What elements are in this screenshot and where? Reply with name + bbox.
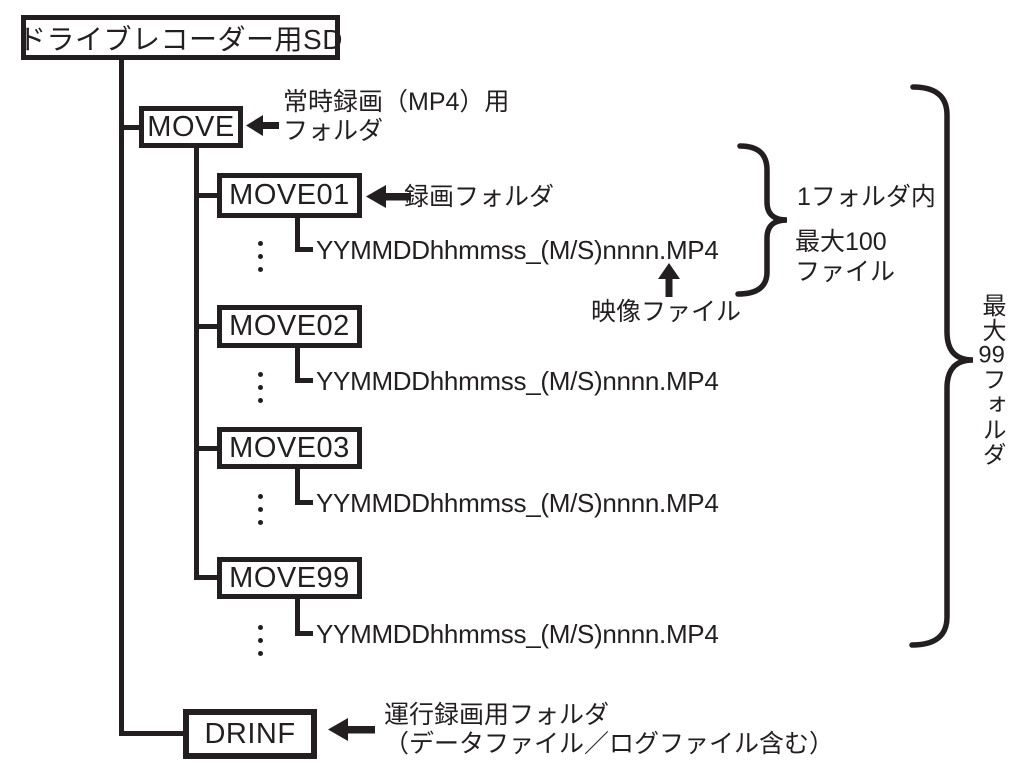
drinf-annotation-line1: 運行録画用フォルダ — [384, 701, 610, 729]
move01-more-files-ellipsis — [258, 241, 263, 272]
move03-folder-box: MOVE03 — [217, 427, 362, 469]
video-file-arrow-up-icon — [658, 263, 680, 297]
move03-tee-line — [194, 446, 217, 451]
move02-tee-line — [194, 324, 217, 329]
move03-file-name: YYMMDDhhmmss_(M/S)nnnn.MP4 — [316, 488, 719, 518]
move01-file-elbow-line — [295, 247, 313, 252]
move99-more-files-ellipsis — [258, 625, 263, 656]
drinf-arrow-left-icon — [328, 718, 375, 741]
move99-file-name: YYMMDDhhmmss_(M/S)nnnn.MP4 — [316, 619, 719, 649]
recording-folder-annotation: 録画フォルダ — [404, 183, 555, 211]
move-annotation-line2: フォルダ — [283, 117, 384, 145]
move99-folder-box: MOVE99 — [217, 557, 362, 599]
move-annotation: 常時録画（MP4）用 フォルダ — [283, 88, 509, 146]
per-folder-label-line3: ファイル — [795, 258, 896, 286]
drinf-folder-box: DRINF — [183, 709, 317, 759]
move99-file-drop-line — [295, 599, 300, 636]
drinf-annotation-line2: （データファイル／ログファイル含む） — [384, 730, 835, 758]
per-folder-brace-icon — [730, 140, 795, 305]
move99-elbow-line — [194, 575, 217, 580]
move-folder-box: MOVE — [139, 106, 243, 148]
move02-file-name: YYMMDDhhmmss_(M/S)nnnn.MP4 — [316, 366, 719, 396]
move02-file-drop-line — [295, 348, 300, 383]
drinf-elbow-line — [119, 731, 183, 736]
per-folder-label-line2: 最大100 — [795, 228, 887, 256]
move01-tee-line — [194, 193, 217, 198]
per-folder-label-line1: 1フォルダ内 — [797, 183, 936, 211]
move01-file-name: YYMMDDhhmmss_(M/S)nnnn.MP4 — [316, 235, 719, 265]
root-folder-box: ドライブレコーダー用SD — [18, 15, 342, 60]
move02-file-elbow-line — [295, 378, 313, 383]
move01-file-drop-line — [295, 218, 300, 252]
move-annotation-line1: 常時録画（MP4）用 — [283, 88, 510, 116]
video-file-annotation: 映像ファイル — [591, 298, 742, 326]
move99-file-elbow-line — [295, 631, 313, 636]
move-trunk-line — [194, 148, 199, 580]
move02-folder-box: MOVE02 — [217, 305, 362, 348]
total-folders-label-count: 99 — [978, 343, 1005, 367]
move-arrow-left-icon — [246, 115, 279, 136]
move01-folder-box: MOVE01 — [217, 173, 362, 218]
move-tee-line — [119, 125, 139, 130]
move03-file-drop-line — [295, 469, 300, 505]
move02-more-files-ellipsis — [258, 372, 263, 403]
total-folders-brace-icon — [905, 80, 980, 657]
total-folders-label-part1: 最大 — [978, 293, 1005, 343]
total-folders-label: 最大99フォルダ — [974, 293, 1008, 467]
move03-file-elbow-line — [295, 500, 313, 505]
root-trunk-line — [119, 60, 124, 736]
move03-more-files-ellipsis — [258, 494, 263, 525]
drinf-annotation: 運行録画用フォルダ （データファイル／ログファイル含む） — [384, 701, 834, 759]
total-folders-label-part3: フォルダ — [978, 367, 1005, 467]
move01-arrow-left-icon — [366, 185, 411, 208]
